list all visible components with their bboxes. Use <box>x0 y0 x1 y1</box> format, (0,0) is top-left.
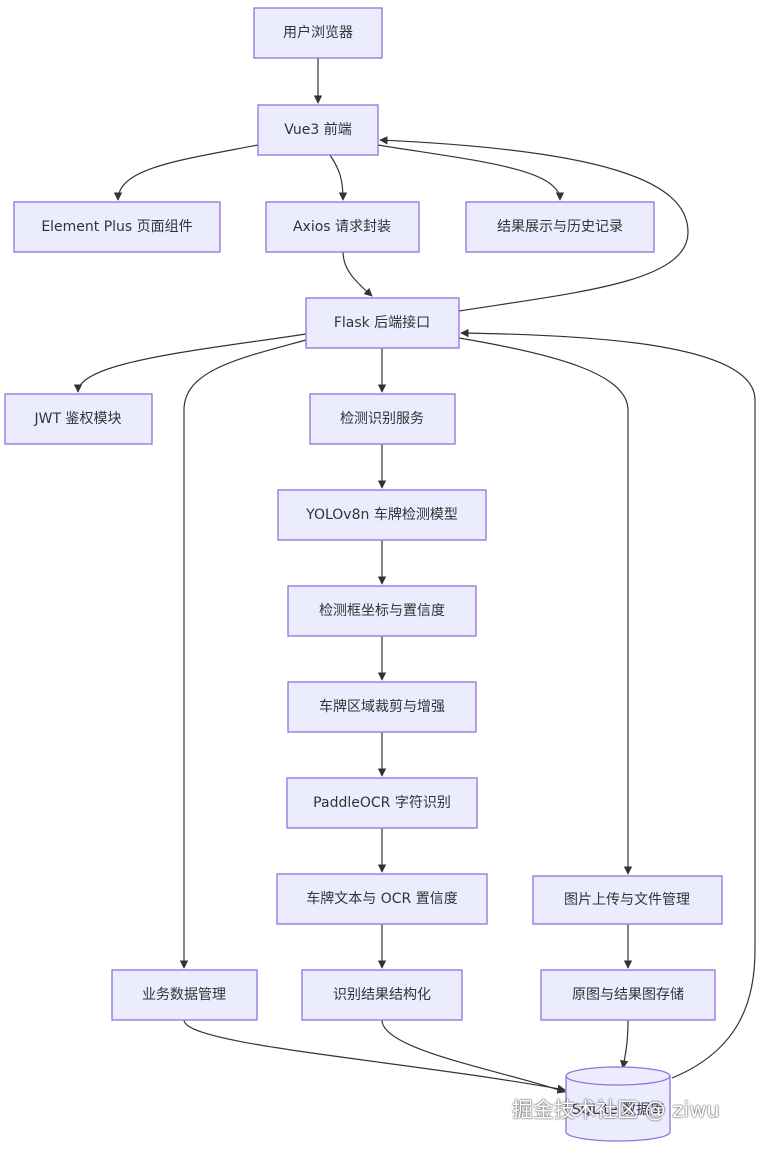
node-ocr: PaddleOCR 字符识别 <box>286 777 478 829</box>
node-yolo: YOLOv8n 车牌检测模型 <box>277 489 487 541</box>
node-vue: Vue3 前端 <box>257 104 379 156</box>
node-storage-label: 原图与结果图存储 <box>572 987 684 1003</box>
node-detect-service: 检测识别服务 <box>309 393 456 445</box>
edge-flask-upload <box>458 337 633 875</box>
node-browser: 用户浏览器 <box>253 7 383 59</box>
node-history-label: 结果展示与历史记录 <box>497 219 623 235</box>
node-structure: 识别结果结构化 <box>301 969 463 1021</box>
edge-db-flask <box>460 328 756 1079</box>
node-bbox: 检测框坐标与置信度 <box>287 585 477 637</box>
node-upload: 图片上传与文件管理 <box>532 875 723 925</box>
node-browser-label: 用户浏览器 <box>283 24 353 41</box>
nodes: 用户浏览器 Vue3 前端 Element Plus 页面组件 Axios 请求… <box>4 7 723 1142</box>
node-element-label: Element Plus 页面组件 <box>41 219 192 235</box>
node-structure-label: 识别结果结构化 <box>333 987 431 1003</box>
node-db: SQLite 数据库 <box>565 1066 671 1142</box>
node-vue-label: Vue3 前端 <box>284 121 351 138</box>
node-crop: 车牌区域裁剪与增强 <box>287 681 477 733</box>
node-flask: Flask 后端接口 <box>305 297 460 349</box>
node-flask-label: Flask 后端接口 <box>334 314 430 331</box>
node-upload-label: 图片上传与文件管理 <box>564 892 690 908</box>
node-history: 结果展示与历史记录 <box>465 201 655 253</box>
node-element: Element Plus 页面组件 <box>13 201 221 253</box>
watermark: 掘金技术社区 @ ziwu <box>512 1098 720 1122</box>
edge-flask-jwt <box>73 333 307 393</box>
edges <box>73 58 756 1094</box>
node-jwt-label: JWT 鉴权模块 <box>34 411 122 427</box>
edge-axios-flask <box>342 251 373 297</box>
node-db-label: SQLite 数据库 <box>572 1102 664 1118</box>
edge-vue-element <box>113 144 259 201</box>
edge-storage-db <box>619 1019 629 1069</box>
edge-structure-db <box>381 1019 566 1094</box>
node-bbox-label: 检测框坐标与置信度 <box>319 603 445 619</box>
node-crop-label: 车牌区域裁剪与增强 <box>319 698 445 715</box>
node-business-label: 业务数据管理 <box>142 987 226 1003</box>
edge-vue-history <box>377 144 565 201</box>
node-plate-text-label: 车牌文本与 OCR 置信度 <box>306 890 457 907</box>
edge-vue-axios <box>329 154 348 201</box>
node-axios-label: Axios 请求封装 <box>293 219 391 235</box>
edge-flask-business <box>179 339 307 969</box>
node-axios: Axios 请求封装 <box>265 201 420 253</box>
node-plate-text: 车牌文本与 OCR 置信度 <box>276 873 488 925</box>
edge-business-db <box>183 1019 566 1093</box>
node-jwt: JWT 鉴权模块 <box>4 393 153 445</box>
edge-flask-vue <box>379 136 689 312</box>
node-detect-service-label: 检测识别服务 <box>340 411 424 427</box>
node-yolo-label: YOLOv8n 车牌检测模型 <box>305 506 458 523</box>
node-storage: 原图与结果图存储 <box>540 969 716 1021</box>
node-business: 业务数据管理 <box>111 969 258 1021</box>
node-ocr-label: PaddleOCR 字符识别 <box>313 795 451 811</box>
